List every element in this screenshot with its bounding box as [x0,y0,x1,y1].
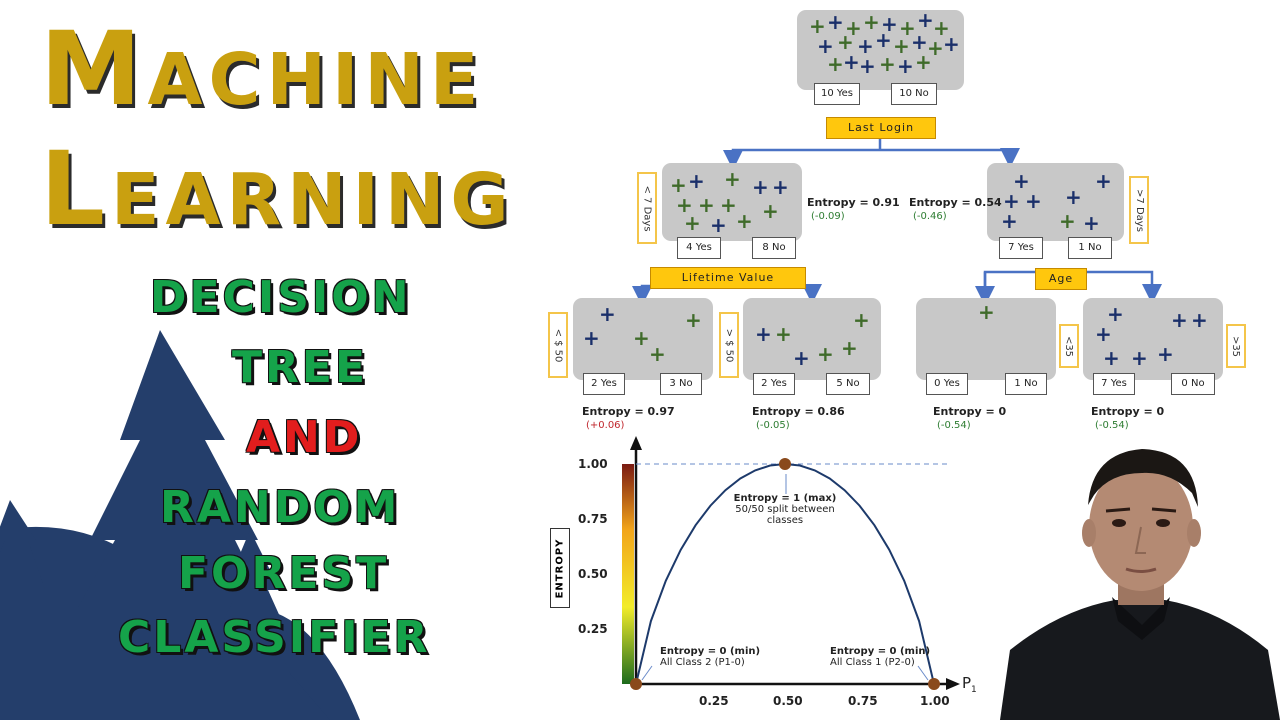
left-node: ++ ++ ++ ++ ++ ++ [662,163,802,241]
rr-branch-label: >35 [1226,324,1246,368]
entropy-point-3 [928,678,940,690]
rr-yes-count: 7 Yes [1093,373,1135,395]
root-no-count: 10 No [891,83,937,105]
x-tick-4: 1.00 [920,694,950,708]
subtitle-forest: FOREST [178,548,390,599]
right-branch-label: >7 Days [1129,176,1149,244]
lr-entropy: Entropy = 0.86 [752,405,845,418]
subtitle-random: RANDOM [160,482,401,533]
y-tick-4: 0.25 [578,622,608,636]
root-yes-count: 10 Yes [814,83,860,105]
entropy-point-1 [630,678,642,690]
x-tick-2: 0.50 [773,694,803,708]
title-line-2: Learning [40,130,515,249]
title-line-1: Machine [40,10,485,129]
x-axis-label: P1 [962,674,977,695]
ll-no-count: 3 No [660,373,702,395]
rl-no-count: 1 No [1005,373,1047,395]
ll-node: ++ ++ + [573,298,713,380]
entropy-chart [622,436,960,690]
rr-gain: (-0.54) [1095,420,1129,431]
entropy-point-2 [779,458,791,470]
right-no-count: 1 No [1068,237,1112,259]
y-tick-2: 0.75 [578,512,608,526]
split-age: Age [1035,268,1087,290]
left-entropy: Entropy = 0.91 [807,196,900,209]
lr-gain: (-0.05) [756,420,790,431]
ll-entropy: Entropy = 0.97 [582,405,675,418]
right-gain: (-0.46) [913,211,947,222]
y-tick-3: 0.50 [578,567,608,581]
ll-yes-count: 2 Yes [583,373,625,395]
annotation-max: Entropy = 1 (max) 50/50 split between cl… [733,493,837,526]
y-axis-label: ENTROPY [550,528,570,608]
forest-silhouette [0,330,360,720]
rl-branch-label: <35 [1059,324,1079,368]
subtitle-and: AND [246,412,363,463]
presenter-photo [1000,449,1280,720]
rl-node: + [916,298,1056,380]
annotation-min-left: Entropy = 0 (min) All Class 2 (P1-0) [660,646,761,668]
left-branch-label: < 7 Days [637,172,657,244]
annotation-min-right: Entropy = 0 (min) All Class 1 (P2-0) [830,646,931,668]
lr-branch-label: > $ 50 [719,312,739,378]
root-node: ++ ++ ++ ++ ++ ++ ++ ++ ++ ++ ++ [797,10,964,90]
ll-gain: (+0.06) [586,420,625,431]
left-no-count: 8 No [752,237,796,259]
rr-no-count: 0 No [1171,373,1215,395]
rl-gain: (-0.54) [937,420,971,431]
lr-node: ++ ++ ++ [743,298,881,380]
split-last-login: Last Login [826,117,936,139]
x-tick-3: 0.75 [848,694,878,708]
split-lifetime-value: Lifetime Value [650,267,806,289]
rr-entropy: Entropy = 0 [1091,405,1165,418]
rl-entropy: Entropy = 0 [933,405,1007,418]
left-gain: (-0.09) [811,211,845,222]
y-tick-1: 1.00 [578,457,608,471]
subtitle-decision: DECISION [150,272,412,323]
left-yes-count: 4 Yes [677,237,721,259]
right-yes-count: 7 Yes [999,237,1043,259]
subtitle-tree: TREE [232,342,369,393]
lr-yes-count: 2 Yes [753,373,795,395]
rl-yes-count: 0 Yes [926,373,968,395]
subtitle-classifier: CLASSIFIER [118,612,431,663]
right-node: ++ ++ ++ ++ [987,163,1124,241]
right-entropy: Entropy = 0.54 [909,196,1002,209]
rr-node: ++ ++ ++ + [1083,298,1223,380]
x-tick-1: 0.25 [699,694,729,708]
ll-branch-label: < $ 50 [548,312,568,378]
lr-no-count: 5 No [826,373,870,395]
entropy-color-bar [622,464,634,684]
